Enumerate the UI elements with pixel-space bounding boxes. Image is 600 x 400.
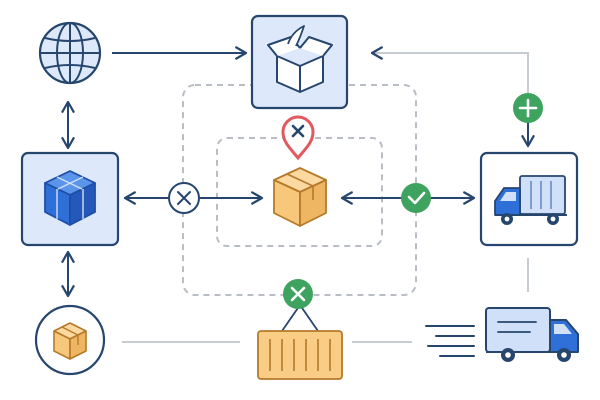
error-x-icon[interactable] xyxy=(283,279,313,309)
speed-lines xyxy=(425,325,475,357)
moving-truck-icon[interactable] xyxy=(485,307,579,362)
globe-icon[interactable] xyxy=(38,21,102,85)
parcel-icon[interactable] xyxy=(273,167,327,227)
plus-icon[interactable] xyxy=(513,93,543,123)
blocked-x-icon[interactable] xyxy=(168,182,200,214)
delivery-truck-node[interactable] xyxy=(479,151,579,247)
truck-icon xyxy=(494,175,567,225)
shipping-container-icon[interactable] xyxy=(257,304,343,380)
map-pin-icon[interactable] xyxy=(281,115,315,161)
package-icon[interactable] xyxy=(34,304,106,376)
open-box-node[interactable] xyxy=(250,14,349,110)
check-icon[interactable] xyxy=(401,183,431,213)
warehouse-node[interactable] xyxy=(20,151,120,247)
cube-icon xyxy=(44,170,96,226)
pin-x-icon xyxy=(291,124,305,138)
open-box-icon xyxy=(267,25,333,93)
